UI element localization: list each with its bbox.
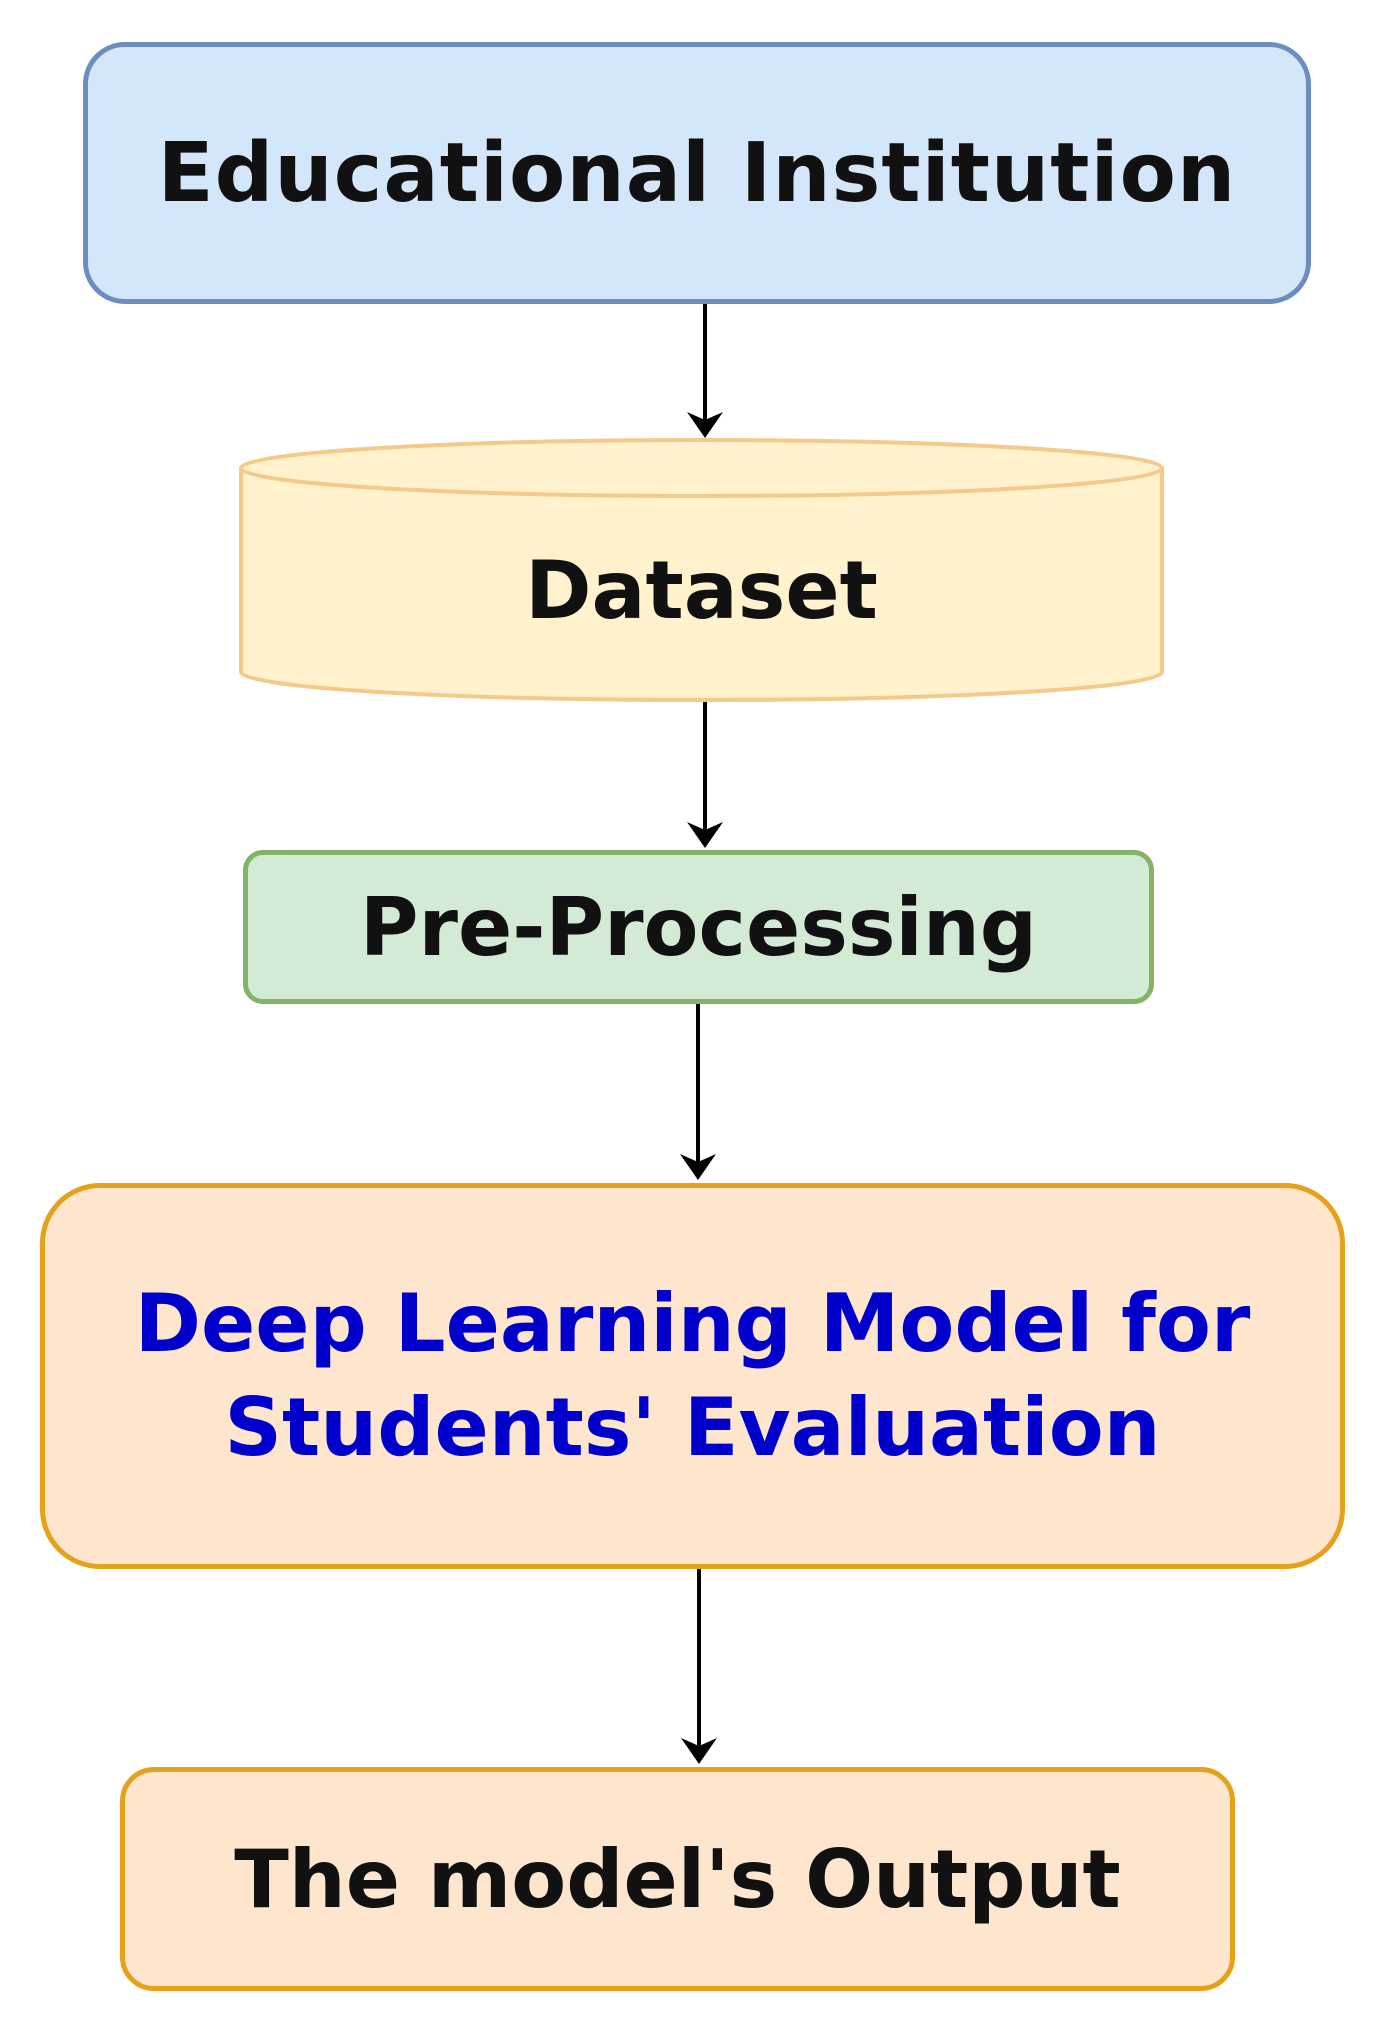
pre-processing-node: Pre-Processing <box>243 850 1154 1004</box>
model-output-label: The model's Output <box>234 1832 1121 1926</box>
educational-institution-node: Educational Institution <box>83 42 1311 304</box>
arrow-preprocessing-to-model <box>680 1004 716 1180</box>
arrow-institution-to-dataset <box>687 304 723 438</box>
arrow-dataset-to-preprocessing <box>687 702 723 848</box>
deep-learning-model-node: Deep Learning Model for Students' Evalua… <box>40 1183 1345 1569</box>
deep-learning-model-label-line1: Deep Learning Model for <box>134 1277 1251 1370</box>
deep-learning-model-label-line2: Students' Evaluation <box>224 1381 1161 1474</box>
pre-processing-label: Pre-Processing <box>359 880 1038 974</box>
model-output-node: The model's Output <box>120 1767 1235 1991</box>
dataset-cylinder <box>239 438 1164 703</box>
dataset-label-text: Dataset <box>525 543 878 637</box>
educational-institution-label: Educational Institution <box>157 125 1237 221</box>
arrow-model-to-output <box>681 1569 717 1764</box>
dataset-label: Dataset <box>241 510 1162 670</box>
